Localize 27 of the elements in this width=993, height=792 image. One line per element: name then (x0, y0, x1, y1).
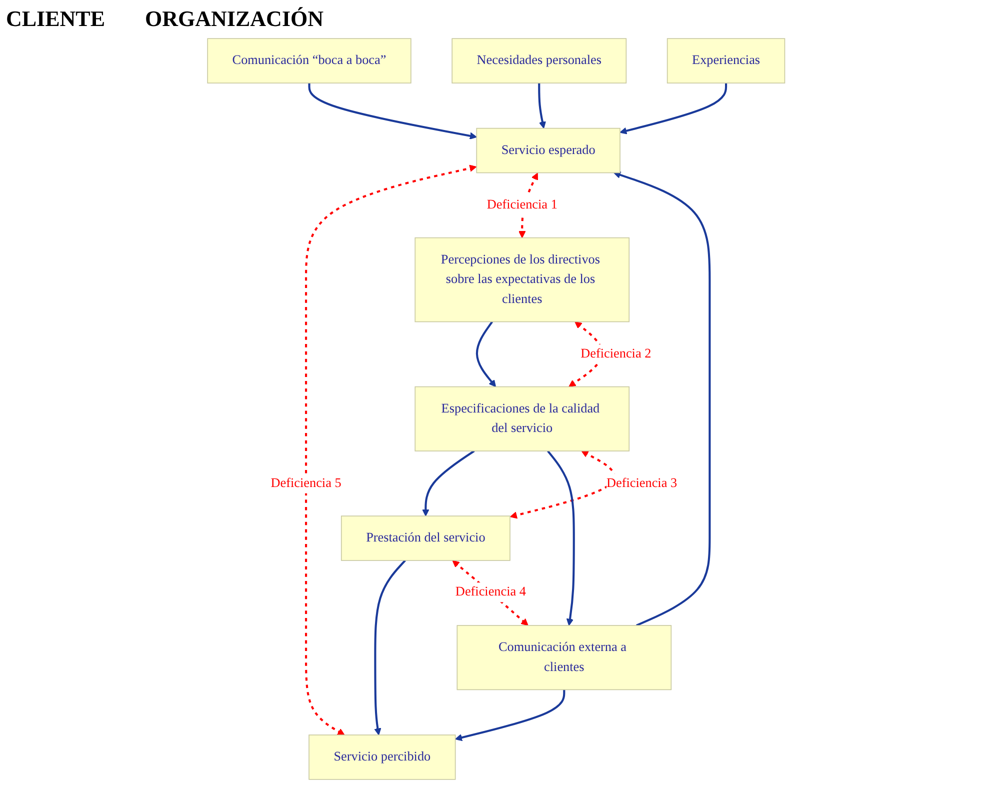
arrow (614, 171, 712, 626)
node-box: Especificaciones de la calidad del servicio (415, 386, 630, 452)
arrow (374, 560, 406, 736)
arrow (620, 83, 728, 134)
node-box: Comunicación externa a clientes (457, 625, 672, 690)
region-heading: CLIENTE (6, 6, 106, 32)
arrow (476, 321, 496, 388)
edge-label: Deficiencia 3 (606, 476, 678, 490)
node-box: Servicio percibido (308, 734, 456, 780)
arrow (455, 690, 566, 742)
edge-label: Deficiencia 4 (456, 584, 526, 599)
node-box: Prestación del servicio (341, 516, 511, 561)
arrow (308, 83, 478, 140)
node-box: Comunicación “boca a boca” (208, 38, 412, 84)
node-box: Experiencias (667, 38, 786, 84)
edge-label: Deficiencia 5 (271, 476, 342, 490)
arrow (547, 450, 576, 626)
arrow (452, 560, 529, 626)
edge-label: Deficiencia 1 (487, 198, 558, 212)
node-box: Servicio esperado (476, 128, 621, 174)
node-box: Percepciones de los directivos sobre las expectativas de los clientes (415, 237, 630, 322)
arrow (305, 164, 477, 736)
region-heading: ORGANIZACIÓN (145, 6, 324, 32)
edge-label: Deficiencia 2 (580, 346, 652, 361)
node-box: Necesidades personales (452, 38, 627, 84)
arrow (538, 83, 546, 129)
arrow (422, 450, 476, 516)
